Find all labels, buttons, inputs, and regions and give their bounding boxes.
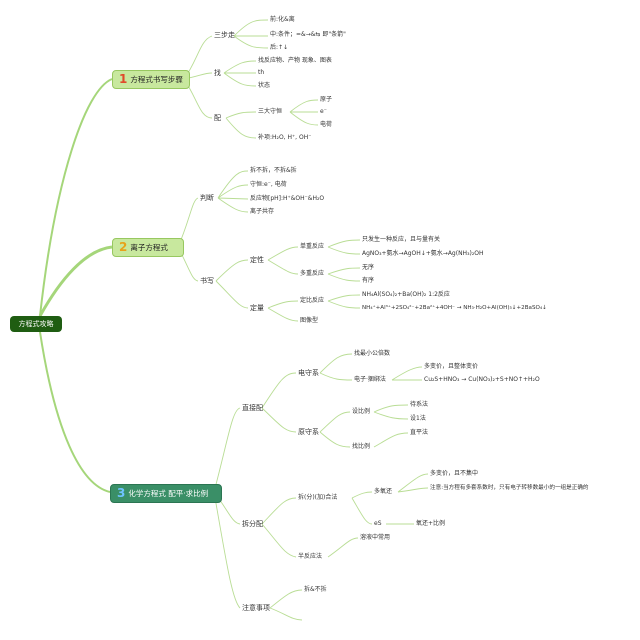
node-chaifen-he[interactable]: 拆(分)(加)合法 [298,494,338,501]
node-duoyang[interactable]: 多氧还 [374,488,393,495]
branch-t3-zhijie [213,407,241,493]
branch-dingbi-children [327,294,361,309]
node-shouheng-item-2[interactable]: e⁻ [320,108,327,115]
node-duoyang-item-1[interactable]: 多变价，且不集中 [430,470,479,477]
branch-shouheng-children [289,99,319,126]
node-panduan[interactable]: 判断 [200,194,214,202]
node-dingliang[interactable]: 定量 [250,304,264,312]
node-panduan-item-1[interactable]: 拆不拆，不拆&拆 [250,167,297,174]
node-qian[interactable]: 前:化&离 [270,16,295,23]
node-tuxiang[interactable]: 图像型 [300,317,319,324]
node-shebili-item-1[interactable]: 待系法 [410,401,429,408]
node-shebili-item-2[interactable]: 设1法 [410,415,426,422]
topic-1-number: 1 [119,72,128,86]
node-shebili[interactable]: 设比例 [352,408,371,415]
branch-chaifen-children [261,497,297,558]
node-zhao-item-3[interactable]: 状态 [258,82,271,89]
branch-t3-zhuyi [213,491,241,609]
node-panduan-item-2[interactable]: 守恒:e⁻, 电荷 [250,181,287,188]
branch-shuxie-children [215,259,249,309]
node-zhao-item-2[interactable]: th [258,69,265,76]
node-danchong-item-1[interactable]: 只发生一种反应，且与量有关 [362,236,441,243]
branch-chaifen-he-children [351,491,373,525]
node-banfanying-item[interactable]: 溶液中常用 [360,534,391,541]
node-duoyang-item-2[interactable]: 注意:当方程有多套系数时，只有电子转移数最小的一组是正确的 [430,485,589,491]
node-shouheng-item-3[interactable]: 电荷 [320,121,333,128]
branch-root-topic2 [38,245,113,317]
node-dingbi-item-1[interactable]: NH₄Al(SO₄)₂+Ba(OH)₂ 1:2反应 [362,291,450,298]
branch-danchong-children [327,239,361,255]
topic-3-number: 3 [117,486,126,500]
branch-zhijie-children [261,372,297,433]
branch-yuanshou-children [319,411,351,448]
node-hou[interactable]: 后:↑↓ [270,44,289,51]
branch-pei-children [225,111,257,139]
node-dianshou[interactable]: 电守系 [298,369,319,377]
node-dianzi[interactable]: 电子·捆绑法 [354,376,386,383]
node-panduan-item-4[interactable]: 离子共存 [250,208,275,215]
branch-zhao-children [223,60,257,87]
node-zhong[interactable]: 中:条件；=&→&⇆ 即"条箭" [270,31,346,38]
node-dingbi-item-2[interactable]: NH₄⁺+Al³⁺+2SO₄²⁻+2Ba²⁺+4OH⁻ → NH₃·H₂O+Al… [362,305,547,311]
root-node[interactable]: 方程式攻略 [10,316,62,332]
node-zhao-item-1[interactable]: 找反应物、产物 现象、图表 [258,57,332,64]
node-es-item[interactable]: 氧还+比例 [416,520,446,527]
node-shouheng-item-1[interactable]: 原子 [320,96,333,103]
node-dianzi-item-2[interactable]: Cu₂S+HNO₃ → Cu(NO₃)₂+S+NO↑+H₂O [424,376,540,383]
node-chaifen[interactable]: 拆分配 [242,520,263,528]
node-es[interactable]: eS [374,520,382,527]
node-duochong-item-1[interactable]: 无序 [362,264,375,271]
node-danchong-item-2[interactable]: AgNO₃+氨水→AgOH↓+氨水→Ag(NH₃)₂OH [362,250,484,257]
node-shuxie[interactable]: 书写 [200,277,214,285]
branch-zhaobili-children [373,432,409,448]
branch-sanbuzou-children [233,19,269,49]
node-dingxing[interactable]: 定性 [250,256,264,264]
topic-3-label: 化学方程式 配平·求比例 [128,489,209,498]
node-zhuyi[interactable]: 注意事项 [242,604,270,612]
node-pei[interactable]: 配 [214,114,221,122]
node-zhaobili[interactable]: 找比例 [352,443,371,450]
node-dianzi-item-1[interactable]: 多变价，且整体变价 [424,363,479,370]
branch-dingxing-children [267,246,299,275]
branch-root-topic3 [39,331,111,493]
branch-dianshou-children [319,353,353,381]
node-dingbi[interactable]: 定比反应 [300,297,325,304]
node-buxiang[interactable]: 补项:H₂O, H⁺, OH⁻ [258,134,312,141]
node-shouheng[interactable]: 三大守恒 [258,108,283,115]
topic-1-label: 方程式书写步骤 [130,75,183,84]
node-yuanshou[interactable]: 原守系 [298,428,319,436]
branch-duoyang-children [397,473,429,493]
node-panduan-item-3[interactable]: 反应物[pH]:H⁺&OH⁻&H₂O [250,195,325,202]
node-zhijie[interactable]: 直接配 [242,404,263,412]
node-zhao[interactable]: 找 [214,69,221,77]
branch-dingliang-children [267,300,299,322]
branch-shebili-children [373,404,409,420]
node-duochong[interactable]: 多重反应 [300,270,325,277]
topic-2-label: 离子方程式 [130,243,168,252]
topic-2-number: 2 [119,240,128,254]
branch-root-topic1 [39,78,113,317]
node-duochong-item-2[interactable]: 有序 [362,277,375,284]
node-sanbuzou[interactable]: 三步走 [214,31,235,39]
branch-zhuyi-children [269,589,303,621]
branch-dianzi-children [391,366,423,381]
node-banfanying[interactable]: 半反应法 [298,553,323,560]
node-danchong[interactable]: 单重反应 [300,243,325,250]
branch-banfanying-children [327,537,359,558]
node-zhaobili-item-1[interactable]: 直平法 [410,429,429,436]
node-zhuyi-item-1[interactable]: 拆&不拆 [304,586,327,593]
node-zhaozuixiao[interactable]: 找最小公倍数 [354,350,391,357]
branch-duochong-children [327,267,361,282]
branch-panduan-children [217,170,249,213]
